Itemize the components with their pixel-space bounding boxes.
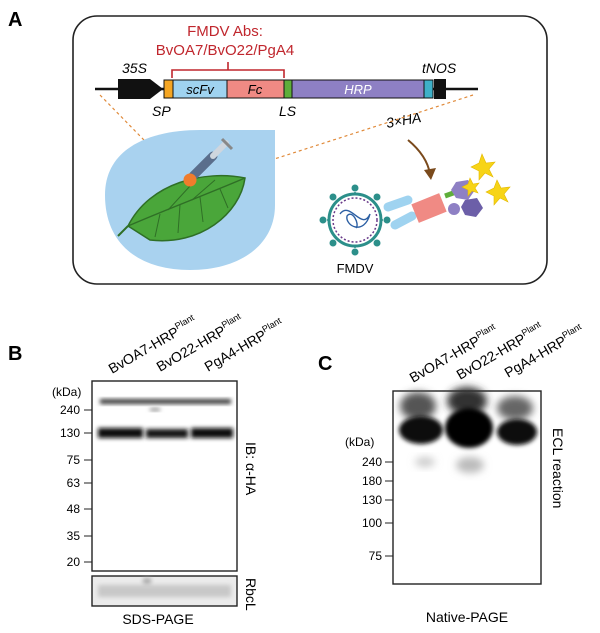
marker-label: 75 <box>369 549 383 563</box>
marker-label: 75 <box>67 453 81 467</box>
signal-star-icon <box>461 153 511 206</box>
segment-ls <box>283 79 293 99</box>
native-halo-3 <box>497 396 533 420</box>
marker-label: 130 <box>362 493 382 507</box>
band-main-3 <box>191 428 233 438</box>
binding-arrow-head <box>424 168 436 180</box>
native-smear <box>456 457 484 473</box>
abs-bracket <box>171 62 285 78</box>
lane-superscript: Plant <box>560 321 583 340</box>
panel-a: A FMDV Abs: BvOA7/BvO22/PgA4 35S tNOS sc… <box>8 9 548 285</box>
unit-label: (kDa) <box>345 435 374 449</box>
marker-label: 35 <box>67 529 81 543</box>
fc-label: Fc <box>248 82 263 97</box>
marker-label: 63 <box>67 476 81 490</box>
leaf-icon <box>117 175 246 242</box>
marker-label: 180 <box>362 474 382 488</box>
marker-label: 100 <box>362 516 382 530</box>
native-band-1 <box>399 416 443 444</box>
lane-superscript: Plant <box>260 315 283 334</box>
marker-ticks <box>84 409 92 563</box>
marker-label: 240 <box>362 455 382 469</box>
marker-label: 240 <box>60 403 80 417</box>
ib-label: IB: α-HA <box>243 442 259 496</box>
svg-text:PgA4-HRPPlant: PgA4-HRPPlant <box>201 315 287 374</box>
lane-superscript: Plant <box>220 311 243 330</box>
virus-icon <box>319 184 391 256</box>
lane-superscript: Plant <box>173 312 196 331</box>
marker-label: 20 <box>67 555 81 569</box>
rbcl-label: RbcL <box>243 578 259 611</box>
antibody-hrp-icon <box>383 180 483 230</box>
zoom-line-left <box>99 94 184 181</box>
panel-c-label: C <box>318 353 332 375</box>
marker-label: 130 <box>60 426 80 440</box>
terminator-label: tNOS <box>422 60 457 76</box>
virus-label: FMDV <box>337 261 374 276</box>
panel-b-lane-3: PgA4-HRPPlant <box>201 315 287 374</box>
panel-b: B BvOA7-HRPPlant BvO22-HRPPlant PgA4-HRP… <box>8 311 287 627</box>
panel-a-label: A <box>8 9 22 31</box>
marker-group: 240 130 75 63 48 35 20 <box>60 403 80 569</box>
terminator-block <box>434 79 446 99</box>
band-main-1 <box>98 428 143 438</box>
abs-title: FMDV Abs: <box>187 23 263 40</box>
lane-superscript: Plant <box>520 319 543 338</box>
sds-blot <box>91 380 238 572</box>
native-smear-2 <box>415 457 435 467</box>
tag-label: 3×HA <box>385 109 423 131</box>
segment-tag <box>423 79 434 99</box>
band-upper <box>100 399 231 404</box>
ls-label: LS <box>279 103 297 119</box>
native-band-3 <box>497 419 537 445</box>
promoter-label: 35S <box>122 60 148 76</box>
panel-c: C BvOA7-HRPPlant BvO22-HRPPlant PgA4-HRP… <box>318 319 583 625</box>
native-halo-1 <box>400 392 436 420</box>
native-caption: Native-PAGE <box>426 609 508 625</box>
abs-names: BvOA7/BvO22/PgA4 <box>156 42 294 59</box>
band-faint-dot <box>150 408 160 411</box>
ecl-label: ECL reaction <box>550 428 566 508</box>
scfv-label: scFv <box>186 82 215 97</box>
band-main-2 <box>146 429 188 438</box>
segment-sp <box>163 79 174 99</box>
panel-b-label: B <box>8 343 22 365</box>
rbcl-band <box>98 585 231 597</box>
native-halo-2 <box>447 387 487 415</box>
rbcl-band-spot <box>143 578 151 584</box>
hrp-label: HRP <box>344 82 372 97</box>
unit-label: (kDa) <box>52 385 81 399</box>
native-band-2 <box>445 408 493 448</box>
marker-label: 48 <box>67 502 81 516</box>
syringe-icon <box>183 137 234 187</box>
marker-group: 240 180 130 100 75 <box>362 455 382 563</box>
lane-superscript: Plant <box>474 321 497 340</box>
sp-label: SP <box>152 103 171 119</box>
sds-caption: SDS-PAGE <box>122 611 193 627</box>
promoter-35s-arrow <box>118 79 163 99</box>
marker-ticks <box>385 461 393 557</box>
